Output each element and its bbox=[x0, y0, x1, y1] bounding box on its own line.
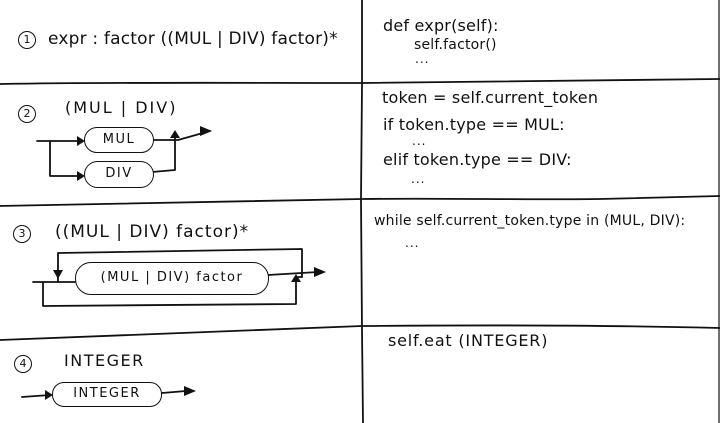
grammar-rule-text: (MUL | DIV) bbox=[65, 98, 178, 117]
ellipsis: ... bbox=[405, 236, 420, 250]
diagram-node-mul-div-factor: (MUL | DIV) factor bbox=[75, 262, 269, 295]
step-number-badge: 4 bbox=[14, 355, 32, 373]
code-line: elif token.type == DIV: bbox=[383, 150, 572, 169]
row-divider-1 bbox=[0, 78, 720, 85]
grammar-rule-text: INTEGER bbox=[64, 351, 145, 370]
alternation-diagram-lines bbox=[36, 130, 211, 177]
diagram-node-mul: MUL bbox=[84, 127, 154, 153]
ellipsis: ... bbox=[412, 134, 427, 148]
ellipsis: ... bbox=[411, 172, 426, 186]
ellipsis: ... bbox=[415, 52, 430, 66]
code-line: while self.current_token.type in (MUL, D… bbox=[374, 213, 686, 229]
row-divider-3 bbox=[0, 324, 720, 341]
code-line: self.factor() bbox=[414, 37, 497, 53]
grammar-rule-text: expr : factor ((MUL | DIV) factor)* bbox=[48, 29, 338, 49]
code-line: def expr(self): bbox=[383, 16, 499, 35]
diagram-node-integer: INTEGER bbox=[52, 382, 162, 407]
step-number-badge: 3 bbox=[13, 225, 31, 243]
step-number-badge: 1 bbox=[18, 31, 36, 49]
code-line: if token.type == MUL: bbox=[383, 115, 565, 134]
loop-diagram-lines bbox=[32, 248, 319, 307]
grammar-rule-text: ((MUL | DIV) factor)* bbox=[55, 222, 250, 242]
row-divider-2 bbox=[0, 195, 720, 207]
step-number-badge: 2 bbox=[18, 105, 36, 123]
code-line: self.eat (INTEGER) bbox=[388, 331, 549, 350]
code-line: token = self.current_token bbox=[382, 88, 599, 107]
diagram-node-div: DIV bbox=[84, 161, 154, 188]
column-divider bbox=[360, 0, 364, 423]
